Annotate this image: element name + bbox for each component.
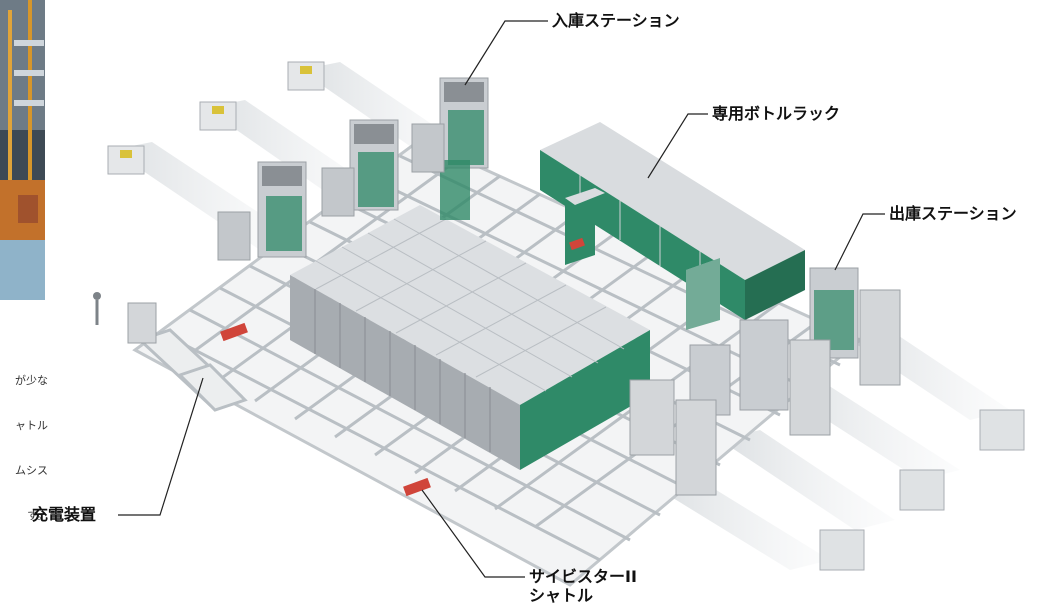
photo-caption: が少な ャトル ムシス す。 bbox=[0, 343, 48, 538]
charger-station bbox=[93, 292, 157, 344]
outbound-station-label: 出庫ステーション bbox=[889, 204, 1017, 223]
charger-conveyor bbox=[137, 328, 248, 412]
shuttle-label-line1: サイビスターII bbox=[529, 567, 637, 586]
leader-lines bbox=[118, 20, 885, 578]
shuttle-label-line2: シャトル bbox=[529, 586, 594, 605]
caption-line: す。 bbox=[27, 509, 48, 522]
caption-line: が少な bbox=[15, 374, 48, 387]
bottle-rack-block bbox=[540, 122, 805, 330]
storage-rack-block bbox=[290, 205, 650, 470]
inbound-station-label: 入庫ステーション bbox=[552, 11, 680, 30]
caption-line: ムシス bbox=[15, 464, 48, 477]
warehouse-photo bbox=[0, 0, 45, 300]
outbound-stations bbox=[629, 267, 1025, 571]
shuttles bbox=[220, 237, 585, 497]
inbound-stations bbox=[107, 61, 489, 261]
bottle-rack-label: 専用ボトルラック bbox=[712, 104, 841, 123]
caption-line: ャトル bbox=[15, 419, 48, 432]
charger-label: 充電装置 bbox=[32, 505, 97, 524]
